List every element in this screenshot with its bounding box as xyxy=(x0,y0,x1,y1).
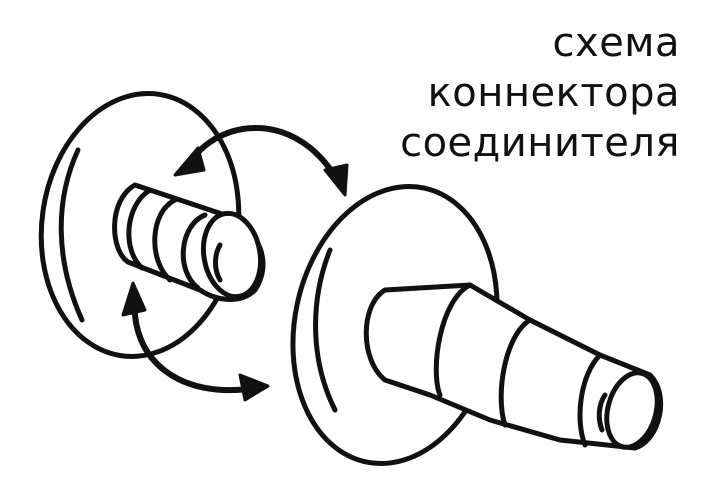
diagram-title: схема коннектора соединителя xyxy=(400,18,680,168)
left-connector-nub xyxy=(112,182,266,302)
bottom-double-arrow xyxy=(121,281,270,402)
title-line-1: схема xyxy=(552,20,680,66)
title-line-2: коннектора xyxy=(427,70,680,116)
title-line-3: соединителя xyxy=(400,120,680,166)
top-double-arrow xyxy=(173,124,349,197)
right-connector-cone xyxy=(363,282,664,451)
